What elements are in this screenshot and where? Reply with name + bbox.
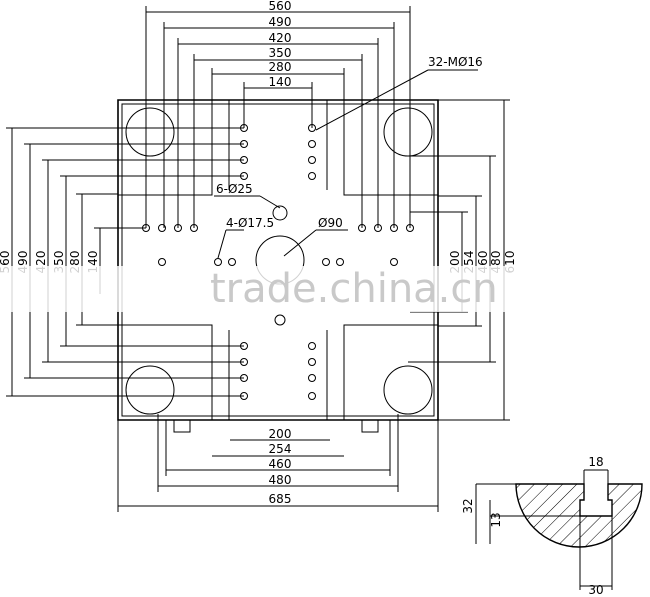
slot-width-label: 18: [588, 455, 603, 469]
dim-top-280: 280: [269, 60, 292, 74]
dim-bottom-460: 460: [269, 457, 292, 471]
dim-top-490: 490: [269, 15, 292, 29]
callouts: [214, 69, 478, 259]
left-dimension-lines: [6, 127, 244, 397]
dim-bottom-480: 480: [269, 473, 292, 487]
bottom-dimension-labels: 200 254 460 480 685: [269, 427, 292, 506]
dim-top-560: 560: [269, 0, 292, 13]
top-dimension-lines: [145, 6, 411, 228]
callout-tapped-holes: 32-MØ16: [428, 55, 483, 69]
slot-bottom-label: 30: [588, 583, 603, 597]
slot-depth-label: 13: [489, 512, 503, 527]
watermark-text: trade.china.cn: [210, 266, 498, 312]
bottom-dimension-lines: [117, 414, 439, 512]
dim-bottom-254: 254: [269, 442, 292, 456]
tapped-holes: [142, 124, 414, 400]
top-dimension-labels: 560 490 420 350 280 140: [269, 0, 292, 89]
dim-top-140: 140: [269, 75, 292, 89]
watermark-band: [0, 266, 650, 312]
slot-detail: [475, 469, 643, 590]
slot-height-label: 32: [461, 498, 475, 513]
callout-small-holes: 4-Ø17.5: [226, 216, 274, 230]
dim-top-350: 350: [269, 46, 292, 60]
callout-locating-holes: 6-Ø25: [216, 182, 253, 196]
dim-bottom-685: 685: [269, 492, 292, 506]
dim-top-420: 420: [269, 31, 292, 45]
callout-center-hole: Ø90: [318, 216, 343, 230]
dim-bottom-200: 200: [269, 427, 292, 441]
